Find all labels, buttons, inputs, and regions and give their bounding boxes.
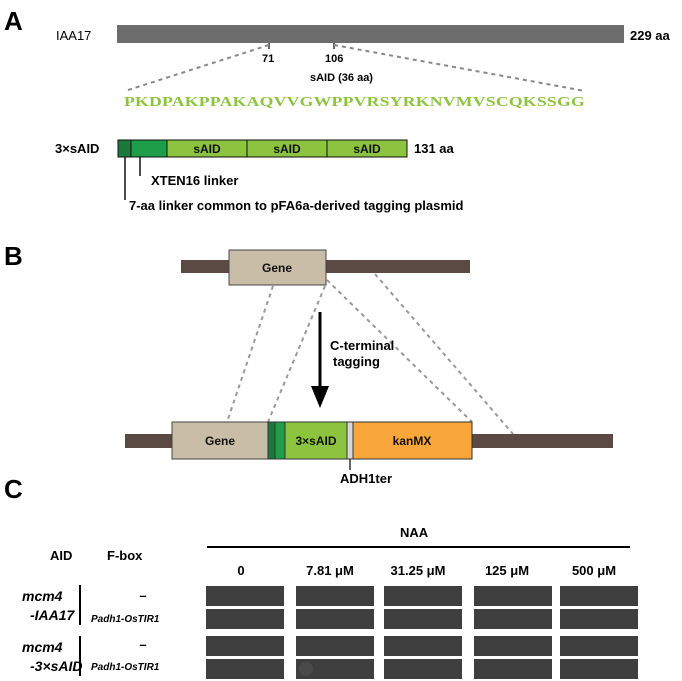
conc-0: 0	[237, 563, 244, 578]
spot-plate-r4-c4	[474, 659, 552, 679]
linker-label: 7-aa linker common to pFA6a-derived tagg…	[129, 198, 464, 213]
gene-box-top	[228, 249, 327, 286]
spot-plate-r2-c5	[560, 609, 638, 629]
said-segment-1-label: sAID	[193, 142, 221, 156]
pos-71-label: 71	[262, 53, 274, 65]
spot-plate-r2-c4	[474, 609, 552, 629]
kanmx-box	[352, 421, 473, 460]
zoom-line-right	[333, 44, 586, 92]
homology-line-4	[374, 273, 514, 435]
tagging-label-2: tagging	[333, 354, 380, 369]
seven-aa-linker-segment	[117, 139, 132, 158]
spot-plate-r1-c1	[206, 586, 284, 606]
spot-plate-r1-c3	[384, 586, 462, 606]
conc-125: 125 μM	[485, 563, 529, 578]
spot-plate-r3-c4	[474, 636, 552, 656]
said-label: sAID (36 aa)	[310, 72, 373, 84]
adh1-terminator-box	[346, 421, 354, 460]
tag-3xsaid-label: 3×sAID	[295, 434, 336, 448]
spot-plate-r4-c3	[384, 659, 462, 679]
strain1-line1: mcm4	[22, 588, 63, 604]
homology-line-2	[267, 285, 326, 423]
panel-c-letter: C	[4, 474, 23, 504]
gene-box-bottom	[171, 421, 269, 460]
gene-label-bottom: Gene	[205, 434, 235, 448]
strain1-line2: -IAA17	[30, 607, 76, 623]
spot-plate-r2-c3	[384, 609, 462, 629]
homology-line-1	[226, 285, 274, 423]
spot-plate-r1-c2	[296, 586, 374, 606]
fbox-row1: –	[139, 588, 146, 603]
tag-linker-xten	[274, 421, 286, 460]
conc-500: 500 μM	[572, 563, 616, 578]
conc-31-25: 31.25 μM	[391, 563, 446, 578]
colony-spot	[299, 662, 313, 676]
zoom-line-left	[124, 44, 270, 92]
conc-7-81: 7.81 μM	[306, 563, 354, 578]
spot-plate-r2-c1	[206, 609, 284, 629]
spot-plate-r3-c5	[560, 636, 638, 656]
naa-label: NAA	[400, 525, 429, 540]
kanmx-label: kanMX	[393, 434, 432, 448]
panel-b-letter: B	[4, 241, 23, 271]
spot-plate-r3-c3	[384, 636, 462, 656]
panel-a-letter: A	[4, 6, 23, 36]
xten16-linker-segment	[130, 139, 168, 158]
gene-label-top: Gene	[262, 261, 292, 275]
spot-assay-grid	[206, 586, 638, 679]
said-segment-3	[326, 139, 408, 158]
spot-plate-r3-c1	[206, 636, 284, 656]
spot-plate-r4-c2	[296, 659, 374, 679]
tagging-arrow-head	[311, 386, 329, 408]
iaa17-label: IAA17	[56, 28, 91, 43]
fbox-col-header: F-box	[107, 548, 143, 563]
xten-label: XTEN16 linker	[151, 173, 238, 188]
spot-plate-r4-c5	[560, 659, 638, 679]
homology-line-3	[326, 279, 473, 423]
aid-col-header: AID	[50, 548, 72, 563]
iaa17-bar	[117, 25, 624, 43]
pos-106-label: 106	[325, 53, 343, 65]
strain2-line2: -3×sAID	[30, 658, 83, 674]
spot-plate-r4-c1	[206, 659, 284, 679]
strain2-line1: mcm4	[22, 639, 63, 655]
construct-label: 3×sAID	[55, 141, 99, 156]
said-segment-3-label: sAID	[353, 142, 381, 156]
fbox-row4: Padh1-OsTIR1	[91, 662, 160, 673]
tagging-label-1: C-terminal	[330, 338, 394, 353]
spot-plate-r1-c5	[560, 586, 638, 606]
fbox-row2: Padh1-OsTIR1	[91, 614, 160, 625]
said-segment-2-label: sAID	[273, 142, 301, 156]
fbox-row3: –	[139, 637, 146, 652]
iaa17-length: 229 aa	[630, 28, 671, 43]
spot-plate-r1-c4	[474, 586, 552, 606]
spot-plate-r3-c2	[296, 636, 374, 656]
spot-plate-r2-c2	[296, 609, 374, 629]
adh1-label: ADH1ter	[340, 471, 392, 486]
tag-linker-dark	[267, 421, 276, 460]
construct-length: 131 aa	[414, 141, 455, 156]
said-sequence: PKDPAKPPAKAQVVGWPPVRSYRKNVMVSCQKSSGG	[124, 95, 585, 110]
